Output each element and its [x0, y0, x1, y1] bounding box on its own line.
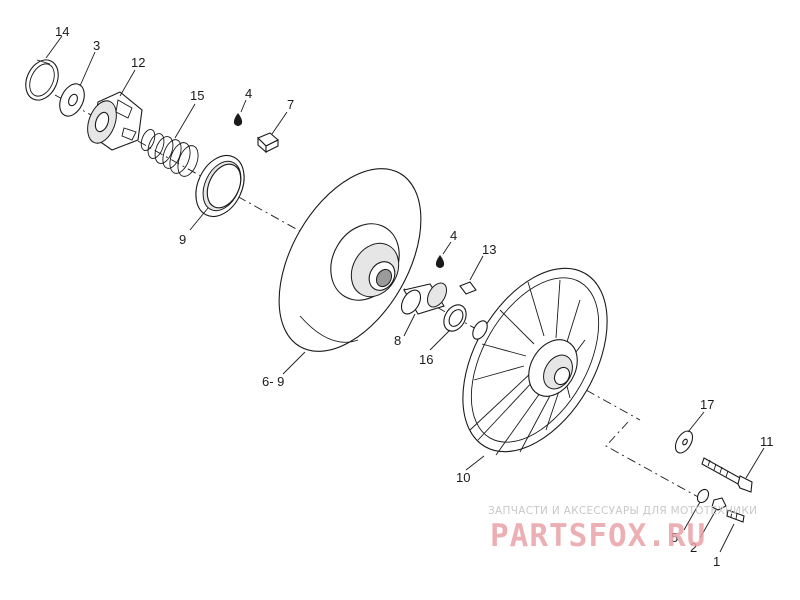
- retaining-ring: [25, 59, 59, 101]
- slider-shoe: [257, 132, 279, 154]
- fixed-sheave: [278, 168, 422, 352]
- screw: [726, 509, 745, 523]
- sleeve: [400, 282, 447, 315]
- callout-16: 16: [419, 352, 433, 367]
- callout-7: 7: [287, 97, 294, 112]
- callout-12: 12: [131, 55, 145, 70]
- callout-1: 1: [713, 554, 720, 569]
- callout-labels: 14 3 12 15 4 7 9 6- 9 4 13 8 16 10 17 11…: [55, 24, 774, 569]
- watermark-logo: PARTSFOX.RU: [490, 518, 707, 554]
- spring: [140, 129, 199, 177]
- callout-8: 8: [394, 333, 401, 348]
- callout-17: 17: [700, 397, 714, 412]
- washer-5: [696, 488, 710, 504]
- callout-5: 5: [671, 530, 678, 545]
- callout-13: 13: [482, 242, 496, 257]
- callout-11: 11: [760, 434, 774, 449]
- callout-15: 15: [190, 88, 204, 103]
- callout-3: 3: [93, 38, 100, 53]
- washer-3: [59, 83, 85, 117]
- movable-sheave: [462, 267, 608, 456]
- callout-4: 4: [450, 228, 457, 243]
- callout-4: 4: [245, 86, 252, 101]
- washer-17: [674, 430, 694, 454]
- leader-lines: [45, 35, 765, 553]
- fastener-axis: [605, 421, 701, 499]
- grease-drop-icon: [233, 113, 243, 127]
- bushing-ring: [195, 154, 245, 218]
- callout-9: 9: [179, 232, 186, 247]
- key: [459, 281, 477, 295]
- callout-2: 2: [690, 540, 697, 555]
- callout-6-9: 6- 9: [262, 374, 284, 389]
- cam: [87, 91, 143, 151]
- callout-14: 14: [55, 24, 69, 39]
- bolt: [701, 457, 753, 493]
- washer-16: [443, 304, 467, 332]
- grease-drop-icon: [435, 255, 445, 269]
- callout-10: 10: [456, 470, 470, 485]
- watermark-caption: ЗАПЧАСТИ И АКСЕССУАРЫ ДЛЯ МОТОТЕХНИКИ: [488, 505, 758, 517]
- nut: [711, 497, 727, 511]
